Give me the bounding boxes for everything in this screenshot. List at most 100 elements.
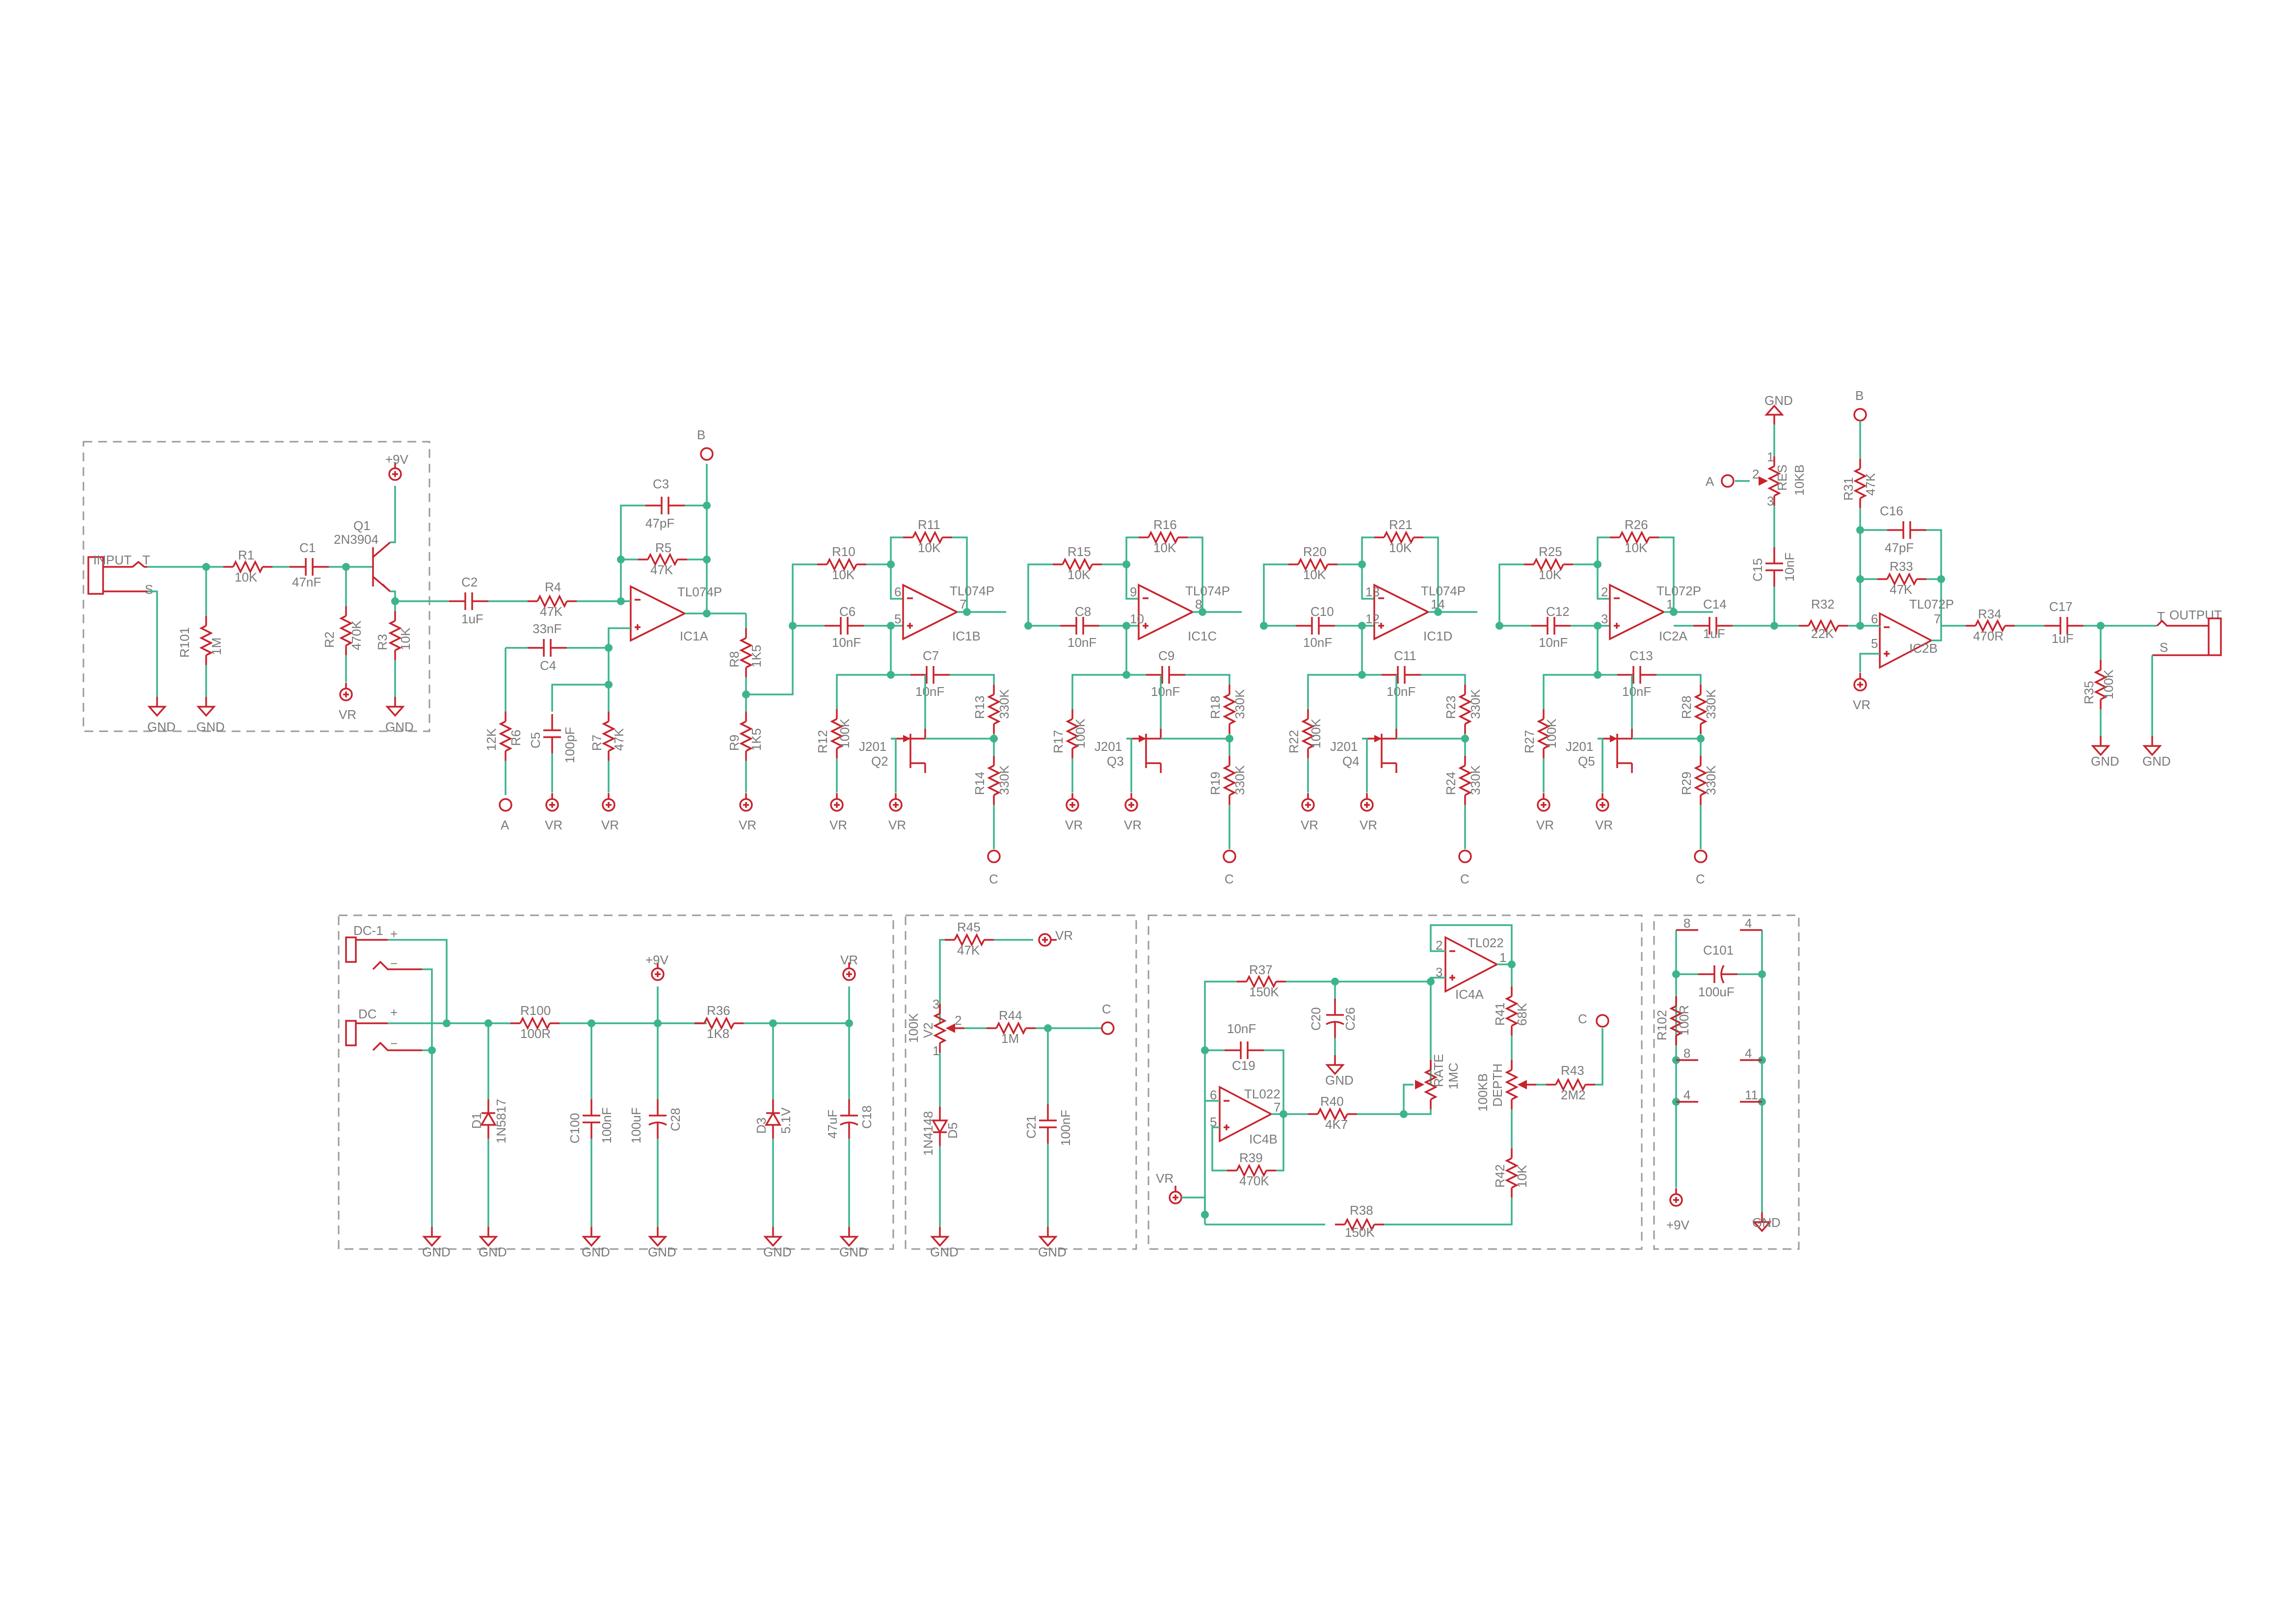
svg-text:C21: C21 xyxy=(1024,1115,1039,1139)
ic4b-opamp xyxy=(1219,1086,1273,1143)
svg-text:+9V: +9V xyxy=(645,953,669,967)
svg-text:47K: 47K xyxy=(1863,473,1878,496)
rate-potentiometer[interactable] xyxy=(1415,1060,1438,1109)
svg-text:GND: GND xyxy=(648,1245,676,1259)
svg-text:GND: GND xyxy=(930,1245,959,1259)
rg-vr xyxy=(1066,792,1079,812)
svg-text:R7: R7 xyxy=(589,735,604,751)
svg-text:R19: R19 xyxy=(1208,772,1223,795)
svg-text:1K5: 1K5 xyxy=(749,645,764,667)
svg-text:3: 3 xyxy=(1601,612,1608,626)
svg-text:10KB: 10KB xyxy=(1792,464,1807,496)
svg-text:330K: 330K xyxy=(1468,765,1483,795)
svg-text:6: 6 xyxy=(1210,1088,1217,1102)
node-c xyxy=(1101,1021,1115,1035)
svg-text:R29: R29 xyxy=(1679,772,1694,795)
svg-text:VR: VR xyxy=(545,818,562,832)
q-source-vr xyxy=(1124,792,1138,812)
svg-text:GND: GND xyxy=(763,1245,792,1259)
svg-text:IC4A: IC4A xyxy=(1455,987,1484,1002)
svg-text:10K: 10K xyxy=(832,567,855,582)
svg-text:10K: 10K xyxy=(918,540,941,555)
svg-text:R32: R32 xyxy=(1811,597,1835,612)
svg-text:Q1: Q1 xyxy=(353,518,371,533)
svg-text:C26: C26 xyxy=(1343,1007,1358,1031)
svg-text:IC2B: IC2B xyxy=(1909,641,1938,656)
input-jack[interactable] xyxy=(87,556,104,595)
rg-vr xyxy=(1301,792,1315,812)
svg-text:GND: GND xyxy=(839,1245,868,1259)
ic1a-opamp xyxy=(630,586,686,641)
ct-capacitor xyxy=(1145,665,1186,685)
allpass-stages: R1010KR1110KC610nFTL074PIC1B657C710nFR13… xyxy=(789,517,1718,886)
svg-text:C28: C28 xyxy=(668,1108,683,1131)
svg-text:R36: R36 xyxy=(707,1003,730,1018)
svg-text:5: 5 xyxy=(1210,1115,1217,1129)
svg-text:D5: D5 xyxy=(945,1122,960,1139)
svg-text:100R: 100R xyxy=(1677,1005,1691,1036)
decoupling-section: 8 4 C101 100uF R102 100R 8 4 4 11 +9V GN… xyxy=(1655,916,1781,1232)
svg-text:C100: C100 xyxy=(567,1113,582,1144)
svg-text:100pF: 100pF xyxy=(562,727,577,763)
dc1-jack[interactable] xyxy=(345,936,357,963)
svg-text:R13: R13 xyxy=(972,695,987,719)
svg-text:R31: R31 xyxy=(1841,477,1856,501)
svg-text:470K: 470K xyxy=(1239,1173,1269,1188)
svg-text:C5: C5 xyxy=(528,732,543,748)
svg-text:C2: C2 xyxy=(461,575,478,589)
svg-text:R33: R33 xyxy=(1890,559,1913,574)
svg-text:100K: 100K xyxy=(1308,719,1323,748)
svg-text:+: + xyxy=(390,1005,398,1020)
svg-text:47K: 47K xyxy=(650,562,673,577)
svg-text:RES: RES xyxy=(1775,465,1789,491)
node-c xyxy=(987,850,1001,863)
svg-text:IC2A: IC2A xyxy=(1659,629,1687,643)
res-potentiometer[interactable] xyxy=(1759,456,1781,506)
svg-text:10K: 10K xyxy=(398,627,413,650)
svg-text:GND: GND xyxy=(2091,754,2119,769)
svg-text:8: 8 xyxy=(1683,1046,1690,1061)
svg-text:+9V: +9V xyxy=(1666,1218,1690,1232)
svg-text:1: 1 xyxy=(933,1043,939,1058)
svg-text:C1: C1 xyxy=(299,540,316,555)
svg-text:330K: 330K xyxy=(1232,689,1247,719)
svg-text:C9: C9 xyxy=(1158,648,1175,663)
svg-text:B: B xyxy=(697,427,705,442)
node-c xyxy=(1458,850,1472,863)
svg-text:C8: C8 xyxy=(1075,604,1091,619)
svg-text:VR: VR xyxy=(1055,928,1073,943)
svg-text:R40: R40 xyxy=(1320,1094,1344,1109)
svg-text:7: 7 xyxy=(1274,1100,1281,1115)
svg-text:10nF: 10nF xyxy=(1622,684,1651,699)
dc-jack[interactable] xyxy=(345,1020,357,1046)
svg-text:GND: GND xyxy=(1325,1073,1354,1088)
output-jack[interactable] xyxy=(2208,617,2222,656)
ic4a-opamp xyxy=(1444,936,1499,993)
svg-text:VR: VR xyxy=(840,953,858,967)
power-section: DC-1 + − DC + − GND D1 1N5817 GND R100 1… xyxy=(345,923,874,1259)
svg-text:IC1A: IC1A xyxy=(680,629,708,643)
svg-text:100nF: 100nF xyxy=(599,1107,614,1144)
svg-text:R8: R8 xyxy=(727,651,742,667)
output-stage: C14 1uF GND A RES 10KB 1 2 3 C15 10nF R3… xyxy=(1674,388,2222,769)
svg-text:68K: 68K xyxy=(1515,1003,1529,1026)
svg-text:100uF: 100uF xyxy=(1698,985,1735,999)
c21-capacitor xyxy=(1038,1103,1058,1145)
svg-text:C16: C16 xyxy=(1880,504,1903,518)
svg-text:R44: R44 xyxy=(999,1008,1022,1023)
svg-text:10K: 10K xyxy=(1068,567,1091,582)
svg-text:1M: 1M xyxy=(209,638,224,655)
svg-text:1uF: 1uF xyxy=(461,612,483,626)
svg-text:R24: R24 xyxy=(1443,772,1458,795)
depth-potentiometer[interactable] xyxy=(1506,1059,1537,1110)
svg-text:47K: 47K xyxy=(612,728,626,751)
svg-text:VR: VR xyxy=(829,818,847,832)
svg-text:R10: R10 xyxy=(832,544,855,559)
svg-text:VR: VR xyxy=(888,818,906,832)
c2-capacitor xyxy=(448,591,489,611)
svg-text:IC1C: IC1C xyxy=(1188,629,1217,643)
svg-text:22K: 22K xyxy=(1811,626,1834,641)
svg-text:330K: 330K xyxy=(1468,689,1483,719)
c20-capacitor xyxy=(1325,998,1345,1039)
